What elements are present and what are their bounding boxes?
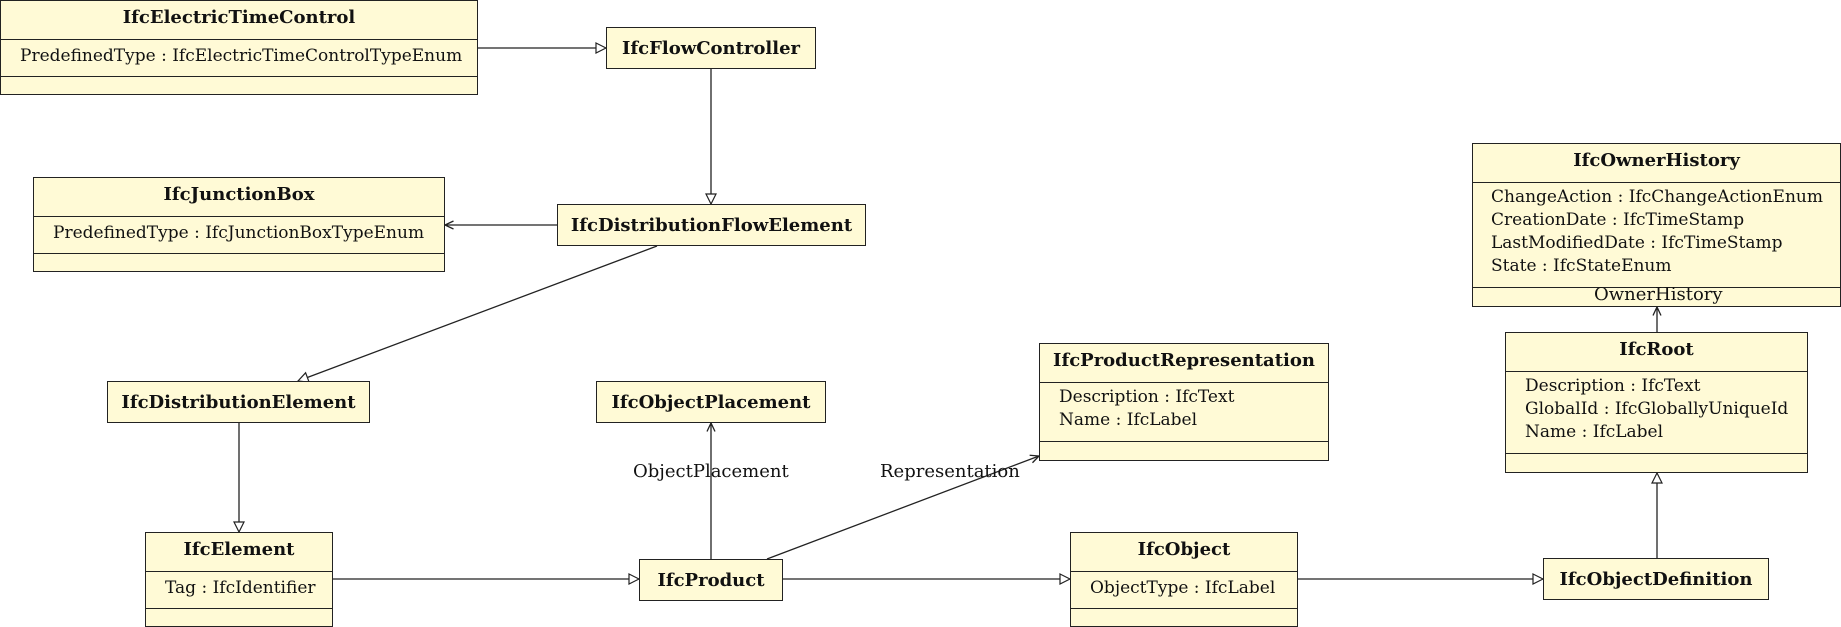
- attribute: Name : IfcLabel: [1525, 422, 1664, 442]
- association-product-to-product-representation: [766, 456, 1039, 560]
- attribute: GlobalId : IfcGloballyUniqueId: [1525, 399, 1789, 419]
- class-name: IfcRoot: [1619, 339, 1694, 360]
- class-name: IfcObjectPlacement: [611, 391, 811, 413]
- attribute: Description : IfcText: [1525, 376, 1701, 396]
- attribute: PredefinedType : IfcJunctionBoxTypeEnum: [53, 223, 425, 243]
- attribute: ChangeAction : IfcChangeActionEnum: [1491, 187, 1823, 207]
- attribute: State : IfcStateEnum: [1491, 256, 1672, 276]
- class-name: IfcJunctionBox: [163, 184, 315, 205]
- class-ifc-owner-history: IfcOwnerHistory ChangeAction : IfcChange…: [1472, 143, 1841, 307]
- class-name: IfcFlowController: [621, 37, 801, 59]
- class-name: IfcDistributionFlowElement: [570, 214, 853, 236]
- edge-label-owner-history: OwnerHistory: [1594, 284, 1723, 305]
- attribute: ObjectType : IfcLabel: [1090, 578, 1276, 598]
- class-name: IfcProductRepresentation: [1053, 350, 1315, 371]
- attribute: Name : IfcLabel: [1059, 410, 1198, 430]
- class-name: IfcProduct: [657, 569, 765, 591]
- class-ifc-distribution-flow-element: IfcDistributionFlowElement: [557, 204, 866, 246]
- attribute: Tag : IfcIdentifier: [165, 578, 316, 598]
- attribute: LastModifiedDate : IfcTimeStamp: [1491, 233, 1783, 253]
- class-ifc-electric-time-control: IfcElectricTimeControl PredefinedType : …: [0, 0, 478, 95]
- attribute: CreationDate : IfcTimeStamp: [1491, 210, 1745, 230]
- class-ifc-element: IfcElement Tag : IfcIdentifier: [145, 532, 333, 627]
- attribute: PredefinedType : IfcElectricTimeControlT…: [20, 46, 463, 66]
- generalization-distribution-flow-element-to-distribution-element: [298, 245, 658, 381]
- class-name: IfcObjectDefinition: [1559, 568, 1753, 590]
- class-name: IfcObject: [1137, 539, 1231, 560]
- edge-label-representation: Representation: [880, 461, 1020, 482]
- attribute: Description : IfcText: [1059, 387, 1235, 407]
- class-ifc-junction-box: IfcJunctionBox PredefinedType : IfcJunct…: [33, 177, 445, 272]
- edge-label-object-placement: ObjectPlacement: [633, 461, 789, 482]
- class-ifc-distribution-element: IfcDistributionElement: [107, 381, 370, 423]
- class-ifc-root: IfcRoot Description : IfcText GlobalId :…: [1505, 332, 1808, 473]
- class-ifc-product-representation: IfcProductRepresentation Description : I…: [1039, 343, 1329, 461]
- class-ifc-object: IfcObject ObjectType : IfcLabel: [1070, 532, 1298, 627]
- class-ifc-flow-controller: IfcFlowController: [606, 27, 816, 69]
- class-name: IfcElectricTimeControl: [122, 7, 356, 28]
- class-ifc-object-placement: IfcObjectPlacement: [596, 381, 826, 423]
- class-ifc-object-definition: IfcObjectDefinition: [1543, 558, 1769, 600]
- class-name: IfcElement: [183, 539, 295, 560]
- class-ifc-product: IfcProduct: [639, 559, 783, 601]
- class-name: IfcOwnerHistory: [1573, 150, 1740, 171]
- class-name: IfcDistributionElement: [121, 391, 356, 413]
